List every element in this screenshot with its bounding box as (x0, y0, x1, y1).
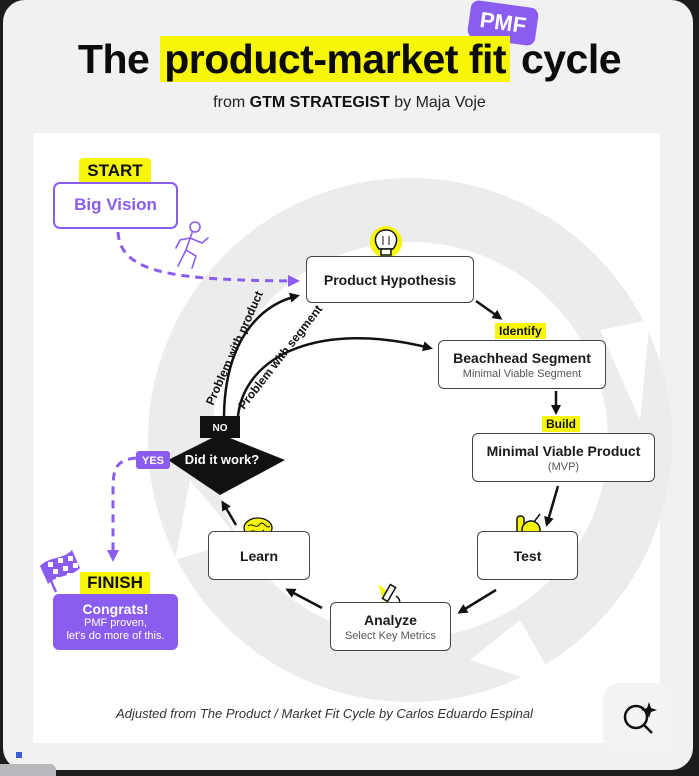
node-learn: Learn (208, 531, 310, 580)
yes-path (107, 456, 137, 562)
node-beachhead-segment: Beachhead Segment Minimal Viable Segment (438, 340, 606, 389)
arrow-problem-with-segment (236, 336, 433, 417)
title-prefix: The (77, 36, 150, 82)
checkered-flag-icon (40, 550, 80, 593)
footer-credit: Adjusted from The Product / Market Fit C… (116, 706, 533, 721)
title-suffix: cycle (520, 36, 622, 82)
lens-sparkle-icon[interactable] (623, 702, 657, 734)
arrow-learn-to-decision (221, 500, 238, 526)
tag-build: Build (542, 416, 580, 432)
decision-yes-label: YES (142, 455, 164, 467)
node-test: Test (477, 531, 578, 580)
arrow-hypothesis-to-segment (475, 299, 503, 320)
start-tag: START (79, 158, 151, 183)
indicator-dot (16, 752, 22, 758)
big-vision-box: Big Vision (53, 182, 178, 229)
subtitle: from GTM STRATEGIST by Maja Voje (213, 94, 486, 111)
arrow-problem-with-product (222, 292, 300, 417)
decision-no-label: NO (213, 423, 228, 434)
finish-tag: FINISH (80, 572, 150, 594)
node-analyze: Analyze Select Key Metrics (330, 602, 451, 651)
running-person-icon (175, 221, 209, 269)
decision-question: Did it work? (185, 452, 259, 467)
title-highlight: product-market fit (160, 36, 511, 82)
decision-diamond (136, 416, 285, 495)
visual-search-button[interactable] (603, 683, 673, 753)
bottom-tab[interactable] (0, 764, 56, 776)
node-product-hypothesis: Product Hypothesis (306, 256, 474, 303)
start-path (116, 231, 300, 287)
lightbulb-icon (370, 226, 402, 258)
arrow-test-to-analyze (457, 588, 497, 614)
arrow-mvp-to-test (544, 485, 560, 527)
cycle-arrows (221, 292, 561, 614)
tag-identify: Identify (495, 323, 546, 339)
page-title: The product-market fit cycle (0, 36, 699, 83)
arrow-analyze-to-learn (285, 588, 323, 610)
brand-name: GTM STRATEGIST (249, 94, 390, 111)
node-minimal-viable-product: Minimal Viable Product (MVP) (472, 433, 655, 482)
finish-box: Congrats! PMF proven, let's do more of t… (53, 594, 178, 650)
